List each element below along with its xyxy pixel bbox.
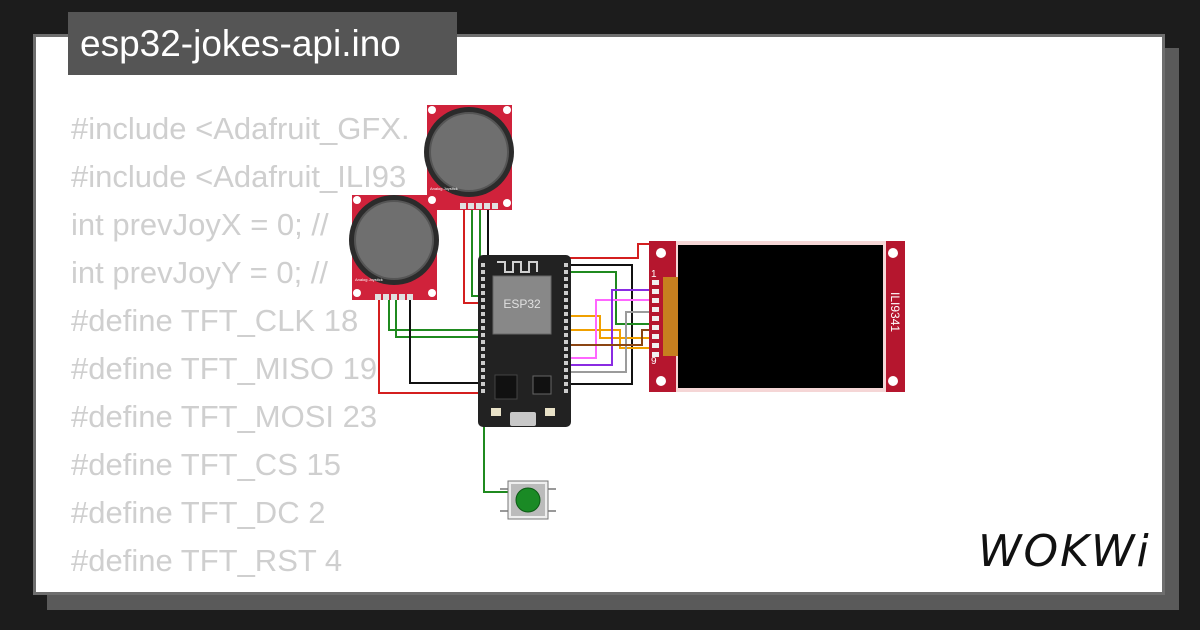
pin	[481, 263, 485, 267]
push-button[interactable]	[500, 480, 556, 520]
display-pin-first: 1	[651, 269, 657, 280]
pin	[652, 289, 659, 294]
pin	[564, 333, 568, 337]
pin	[481, 305, 485, 309]
pin	[481, 312, 485, 316]
joystick-2-pins	[375, 294, 413, 300]
pin	[652, 298, 659, 303]
pin	[652, 352, 659, 357]
joystick-2-label: Analog Joystick	[355, 277, 383, 282]
code-line: #include <Adafruit_GFX.	[71, 111, 410, 146]
pin	[481, 284, 485, 288]
pin	[481, 333, 485, 337]
pin	[564, 277, 568, 281]
code-line: #define TFT_MISO 19	[71, 351, 378, 386]
esp32-pins-right	[564, 263, 568, 393]
preview-card: #include <Adafruit_GFX. #include <Adafru…	[33, 34, 1165, 595]
pin	[564, 291, 568, 295]
pin	[481, 291, 485, 295]
code-line: #define TFT_CLK 18	[71, 303, 359, 338]
pin	[481, 361, 485, 365]
pin	[481, 340, 485, 344]
pin	[564, 298, 568, 302]
code-line: #define TFT_RST 4	[71, 543, 343, 578]
pin	[564, 263, 568, 267]
code-line: bool onlyOnce	[71, 585, 410, 592]
pin	[652, 343, 659, 348]
pin	[481, 389, 485, 393]
pin	[481, 382, 485, 386]
pin	[481, 277, 485, 281]
code-line: int prevJoyX = 0; //	[71, 207, 329, 242]
pin	[652, 334, 659, 339]
display-pins	[652, 280, 659, 357]
pin	[564, 361, 568, 365]
esp32-board[interactable]: ESP32	[478, 255, 571, 427]
pin	[652, 280, 659, 285]
pin	[481, 354, 485, 358]
pin	[564, 354, 568, 358]
code-line: #include <Adafruit_ILI93	[71, 159, 407, 194]
pin	[481, 375, 485, 379]
mcu-label: ESP32	[503, 297, 541, 311]
pin	[481, 270, 485, 274]
code-preview: #include <Adafruit_GFX. #include <Adafru…	[71, 105, 410, 592]
code-line: #define TFT_DC 2	[71, 495, 326, 530]
pin	[564, 368, 568, 372]
pin	[481, 347, 485, 351]
pin	[481, 298, 485, 302]
code-line: #define TFT_CS 15	[71, 447, 341, 482]
pin	[564, 319, 568, 323]
esp32-pins-left	[481, 263, 485, 393]
wires	[378, 210, 656, 493]
code-line: int prevJoyY = 0; //	[71, 255, 329, 290]
joystick-2[interactable]: Analog Joystick	[349, 195, 439, 300]
pin	[652, 316, 659, 321]
display-pin-last: 9	[651, 356, 657, 367]
pin	[564, 382, 568, 386]
pin	[564, 284, 568, 288]
ili9341-display[interactable]: 1 9 ILI9341	[649, 241, 905, 392]
pin	[564, 389, 568, 393]
joystick-1[interactable]: Analog Joystick	[424, 105, 514, 210]
pin	[564, 312, 568, 316]
pin	[652, 307, 659, 312]
pin	[481, 368, 485, 372]
pin	[481, 326, 485, 330]
pin	[564, 347, 568, 351]
display-label: ILI9341	[888, 292, 902, 332]
code-line: #define TFT_MOSI 23	[71, 399, 378, 434]
pin	[564, 375, 568, 379]
pin	[564, 326, 568, 330]
pin	[564, 305, 568, 309]
joystick-1-pins	[460, 203, 498, 209]
file-title: esp32-jokes-api.ino	[68, 12, 457, 75]
pin	[564, 270, 568, 274]
pin	[564, 340, 568, 344]
wokwi-logo: WOKWi	[978, 526, 1151, 577]
pin	[652, 325, 659, 330]
pin	[481, 319, 485, 323]
joystick-1-label: Analog Joystick	[430, 186, 458, 191]
